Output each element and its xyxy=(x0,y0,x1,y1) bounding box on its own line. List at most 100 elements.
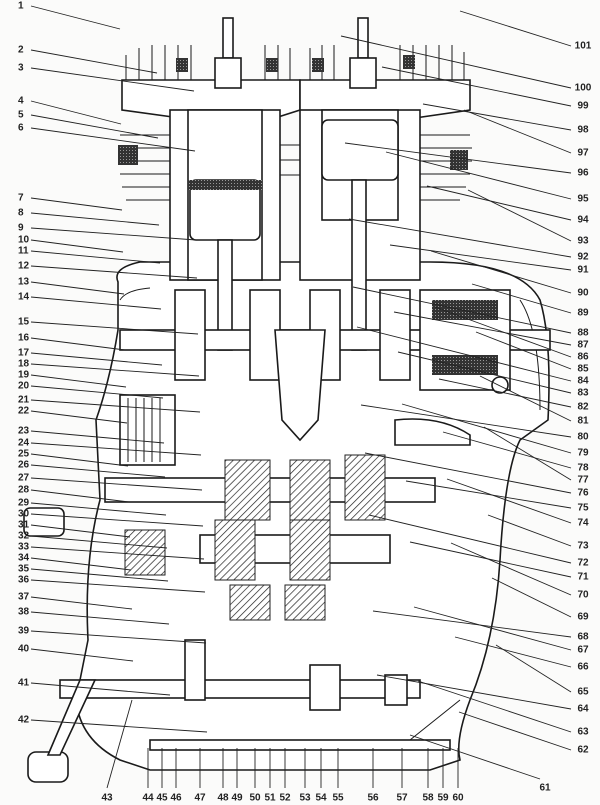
callout-label-37: 37 xyxy=(18,592,30,603)
callout-label-59: 59 xyxy=(437,793,449,804)
callout-label-83: 83 xyxy=(577,388,589,399)
callout-label-79: 79 xyxy=(577,448,589,459)
callout-label-95: 95 xyxy=(577,194,589,205)
callout-label-98: 98 xyxy=(577,125,589,136)
leader-line xyxy=(30,100,122,125)
callout-label-57: 57 xyxy=(396,793,408,804)
leader-line xyxy=(409,734,541,780)
leader-line xyxy=(30,197,123,211)
callout-label-81: 81 xyxy=(577,416,589,427)
callout-label-3: 3 xyxy=(18,63,24,74)
leader-line xyxy=(459,10,572,47)
callout-label-90: 90 xyxy=(577,288,589,299)
callout-label-36: 36 xyxy=(18,575,30,586)
leader-line xyxy=(356,326,572,382)
callout-label-56: 56 xyxy=(367,793,379,804)
leader-line xyxy=(30,250,161,264)
callout-label-40: 40 xyxy=(18,644,30,655)
callout-label-47: 47 xyxy=(194,793,206,804)
callout-label-44: 44 xyxy=(142,793,154,804)
leader-line xyxy=(106,699,133,789)
leader-line xyxy=(471,283,572,314)
leader-line xyxy=(364,452,572,494)
leader-line xyxy=(30,489,130,503)
leader-line xyxy=(30,363,200,377)
callout-label-76: 76 xyxy=(577,488,589,499)
leader-line xyxy=(401,403,572,454)
callout-label-93: 93 xyxy=(577,236,589,247)
leader-line xyxy=(30,49,158,74)
callout-label-8: 8 xyxy=(18,208,24,219)
callout-label-15: 15 xyxy=(18,317,30,328)
callout-label-68: 68 xyxy=(577,632,589,643)
leader-line xyxy=(30,596,133,610)
leader-line xyxy=(30,239,124,253)
callout-label-58: 58 xyxy=(422,793,434,804)
callout-label-16: 16 xyxy=(18,333,30,344)
callout-label-39: 39 xyxy=(18,626,30,637)
leader-line xyxy=(389,244,572,271)
callout-label-86: 86 xyxy=(577,352,589,363)
callout-label-48: 48 xyxy=(217,793,229,804)
leader-line xyxy=(463,109,572,154)
callout-label-84: 84 xyxy=(577,376,589,387)
callout-label-63: 63 xyxy=(577,727,589,738)
callout-label-33: 33 xyxy=(18,542,30,553)
callout-label-87: 87 xyxy=(577,340,589,351)
leader-line xyxy=(30,337,126,351)
callout-label-91: 91 xyxy=(577,265,589,276)
leader-line xyxy=(368,514,572,564)
leader-line xyxy=(348,218,572,258)
leader-line xyxy=(495,644,572,693)
leader-line xyxy=(393,311,572,346)
callout-label-54: 54 xyxy=(315,793,327,804)
callout-label-11: 11 xyxy=(18,246,29,257)
callout-label-65: 65 xyxy=(577,687,589,698)
leader-line xyxy=(30,385,164,399)
callout-label-97: 97 xyxy=(577,148,589,159)
leader-line xyxy=(450,542,572,596)
callout-label-24: 24 xyxy=(18,438,30,449)
leader-line xyxy=(30,127,196,152)
leader-line xyxy=(426,185,572,221)
callout-label-55: 55 xyxy=(332,793,344,804)
callout-label-27: 27 xyxy=(18,473,30,484)
leader-line xyxy=(30,321,199,335)
callout-label-28: 28 xyxy=(18,485,30,496)
leader-line xyxy=(30,513,204,527)
leader-line xyxy=(30,535,168,549)
callout-label-46: 46 xyxy=(170,793,182,804)
callout-label-62: 62 xyxy=(577,745,589,756)
leader-line xyxy=(30,212,160,226)
callout-label-51: 51 xyxy=(264,793,276,804)
leader-line xyxy=(467,189,572,242)
callout-label-70: 70 xyxy=(577,590,589,601)
callout-label-25: 25 xyxy=(18,449,30,460)
leader-line xyxy=(344,142,572,174)
leader-line xyxy=(30,630,207,644)
callout-label-38: 38 xyxy=(18,607,30,618)
left-spark-plug xyxy=(214,17,242,89)
leader-line xyxy=(385,151,572,200)
leader-line xyxy=(30,5,121,30)
callout-label-53: 53 xyxy=(299,793,311,804)
callout-label-80: 80 xyxy=(577,432,589,443)
callout-label-69: 69 xyxy=(577,612,589,623)
leader-line xyxy=(30,611,170,625)
callout-label-60: 60 xyxy=(452,793,464,804)
leader-line xyxy=(352,286,572,334)
leader-line xyxy=(30,352,163,366)
leader-line xyxy=(446,478,572,524)
callout-label-42: 42 xyxy=(18,715,30,726)
callout-label-74: 74 xyxy=(577,518,589,529)
callout-label-75: 75 xyxy=(577,503,589,514)
leader-line xyxy=(30,114,159,139)
leader-line xyxy=(360,404,572,438)
leader-line xyxy=(30,399,201,413)
callout-label-18: 18 xyxy=(18,359,30,370)
leader-line xyxy=(30,568,169,582)
leader-line xyxy=(30,281,125,295)
callout-label-12: 12 xyxy=(18,261,30,272)
